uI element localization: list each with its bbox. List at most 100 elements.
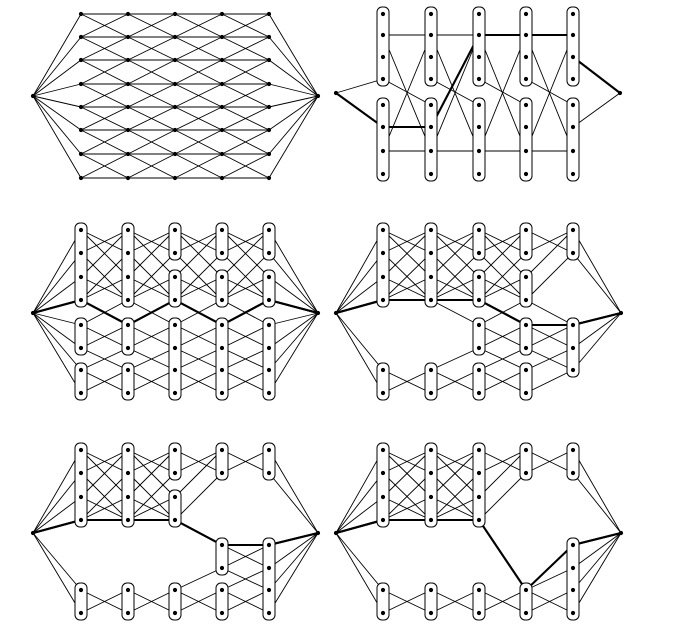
graph-vertex bbox=[172, 250, 178, 256]
graph-vertex bbox=[172, 34, 178, 40]
edge-layer bbox=[32, 13, 319, 179]
graph-edge bbox=[430, 34, 480, 152]
graph-edge bbox=[268, 312, 319, 371]
graph-vertex bbox=[125, 127, 131, 133]
graph-edge bbox=[127, 324, 176, 349]
highlighted-edge bbox=[267, 298, 320, 315]
graph-vertex bbox=[125, 250, 131, 256]
graph-vertex bbox=[78, 470, 84, 476]
graph-edge bbox=[127, 369, 176, 394]
graph-panel-2 bbox=[333, 6, 623, 182]
graph-vertex bbox=[523, 148, 529, 154]
graph-vertex bbox=[172, 227, 178, 233]
graph-edge bbox=[478, 229, 527, 278]
graph-edge bbox=[478, 449, 527, 498]
graph-edge bbox=[478, 449, 527, 474]
graph-vertex bbox=[523, 322, 529, 328]
graph-edge bbox=[268, 229, 319, 314]
node-group-box bbox=[262, 317, 276, 401]
highlighted-edge bbox=[31, 298, 83, 315]
graph-vertex bbox=[428, 227, 434, 233]
graph-edge bbox=[221, 153, 270, 179]
graph-vertex bbox=[266, 151, 272, 157]
graph-vertex bbox=[78, 250, 84, 256]
graph-edge bbox=[127, 83, 176, 108]
graph-vertex bbox=[266, 345, 272, 351]
graph-vertex bbox=[78, 175, 84, 181]
highlighted-edge bbox=[429, 33, 481, 129]
graph-vertex bbox=[219, 250, 225, 256]
graph-vertex bbox=[476, 345, 482, 351]
graph-vertex bbox=[523, 227, 529, 233]
graph-vertex bbox=[523, 470, 529, 476]
graph-edge bbox=[525, 34, 574, 152]
node-group-box bbox=[215, 442, 229, 481]
highlighted-edge bbox=[220, 298, 271, 327]
graph-vertex bbox=[570, 345, 576, 351]
graph-vertex bbox=[78, 34, 84, 40]
graph-edge bbox=[174, 36, 223, 61]
graph-vertex bbox=[172, 367, 178, 373]
highlighted-edge bbox=[173, 298, 224, 327]
highlighted-edge bbox=[571, 531, 623, 547]
graph-edge bbox=[32, 95, 82, 108]
graph-edge bbox=[382, 252, 432, 301]
node-group-box bbox=[519, 582, 533, 621]
graph-edge bbox=[32, 276, 82, 314]
graph-edge bbox=[32, 312, 82, 326]
graph-vertex bbox=[219, 81, 225, 87]
graph-vertex bbox=[266, 274, 272, 280]
graph-vertex bbox=[523, 11, 529, 17]
graph-edge bbox=[430, 449, 480, 474]
graph-vertex bbox=[476, 274, 482, 280]
graph-vertex bbox=[428, 517, 434, 523]
graph-edge bbox=[221, 229, 270, 254]
node-group-box bbox=[262, 269, 276, 308]
graph-vertex bbox=[219, 34, 225, 40]
graph-vertex bbox=[380, 587, 386, 593]
graph-edge bbox=[572, 229, 622, 314]
highlighted-edge bbox=[79, 298, 130, 327]
graph-vertex bbox=[266, 390, 272, 396]
graph-vertex bbox=[570, 470, 576, 476]
node-group-box bbox=[424, 97, 438, 182]
node-group-box bbox=[215, 317, 229, 401]
graph-vertex bbox=[380, 250, 386, 256]
graph-vertex bbox=[380, 148, 386, 154]
graph-edge bbox=[430, 252, 480, 301]
graph-edge bbox=[174, 59, 223, 85]
graph-vertex bbox=[78, 297, 84, 303]
graph-edge bbox=[80, 496, 129, 521]
graph-edge bbox=[335, 449, 384, 534]
graph-edge bbox=[32, 252, 82, 314]
node-group-box bbox=[168, 317, 182, 401]
graph-vertex bbox=[380, 447, 386, 453]
graph-vertex bbox=[476, 102, 482, 108]
graph-vertex bbox=[570, 76, 576, 82]
graph-edge bbox=[32, 36, 82, 97]
graph-vertex bbox=[30, 310, 36, 316]
graph-edge bbox=[525, 299, 574, 326]
graph-edge bbox=[478, 229, 527, 254]
graph-edge bbox=[32, 312, 82, 394]
graph-vertex bbox=[219, 322, 225, 328]
edge-layer bbox=[334, 449, 623, 614]
graph-edge bbox=[382, 369, 432, 394]
graph-vertex bbox=[315, 530, 321, 536]
graph-vertex bbox=[333, 90, 339, 96]
graph-vertex bbox=[172, 494, 178, 500]
node-group-box bbox=[168, 269, 182, 308]
graph-edge bbox=[174, 276, 223, 301]
node-group-box bbox=[376, 97, 390, 182]
graph-vertex bbox=[219, 127, 225, 133]
graph-edge bbox=[525, 369, 574, 394]
graph-vertex bbox=[30, 93, 36, 99]
node-group-box bbox=[376, 582, 390, 621]
graph-vertex bbox=[266, 297, 272, 303]
graph-vertex bbox=[125, 274, 131, 280]
graph-edge bbox=[80, 36, 129, 61]
graph-vertex bbox=[380, 367, 386, 373]
graph-vertex bbox=[125, 175, 131, 181]
group-layer bbox=[376, 6, 580, 182]
graph-edge bbox=[572, 312, 622, 349]
